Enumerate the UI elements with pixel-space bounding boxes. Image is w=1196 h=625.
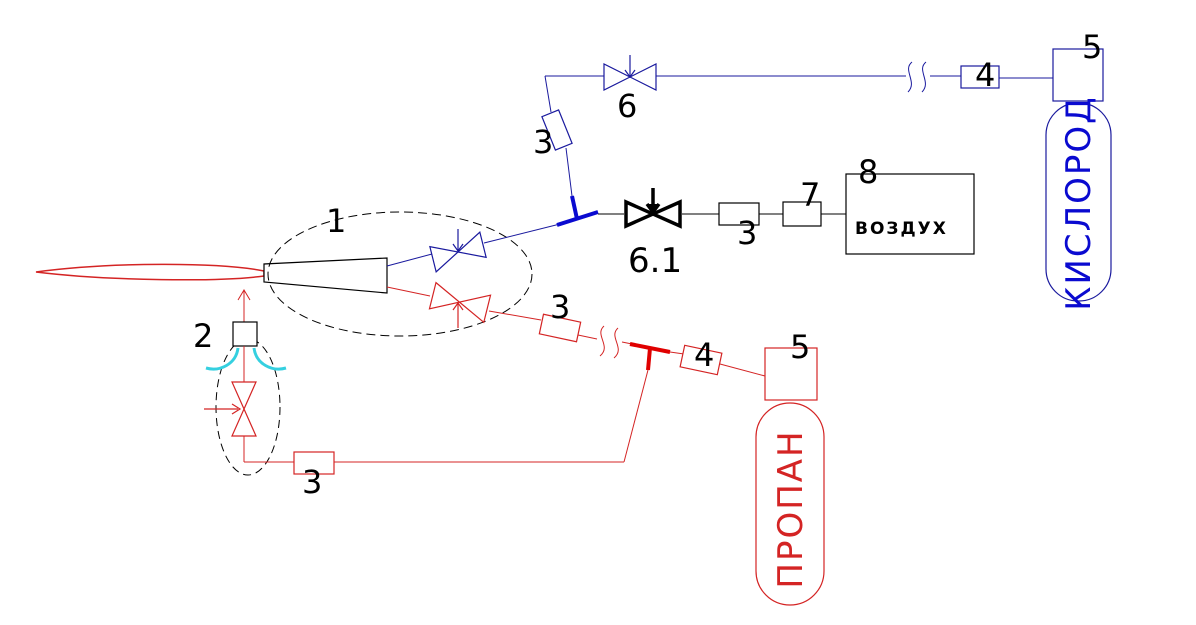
label-reducer-oxygen: 4: [975, 56, 995, 94]
compressor-label: ВОЗДУХ: [855, 219, 948, 239]
label-valve-air: 6.1: [628, 241, 682, 281]
oxygen-cylinder-head: [1052, 48, 1104, 102]
oxygen-cylinder-body: [1045, 102, 1112, 302]
red-tee-stem: [646, 347, 652, 371]
propane-line-tee-to-reducer: [669, 351, 685, 355]
propane-hose-3-lower: [293, 451, 335, 475]
pilot-valve: [204, 381, 257, 437]
propane-cylinder-head: [764, 347, 818, 401]
propane-line-to-hose: [488, 310, 542, 321]
blue-tee-stem: [570, 195, 579, 220]
label-hose-oxygen: 3: [533, 123, 553, 161]
oxygen-burner-valve: [429, 229, 487, 273]
air-valve-6-1: [624, 188, 682, 229]
propane-reducer-4: [679, 344, 723, 376]
propane-line-to-cylinder: [719, 363, 766, 377]
label-cylinder-propane: 5: [790, 328, 810, 366]
pilot-nozzle: [232, 321, 258, 347]
cyan-arcs: [205, 347, 287, 371]
label-filter-air: 7: [800, 176, 820, 214]
valve-group-dashed-ellipse: [215, 338, 281, 476]
oxygen-hose-3: [541, 109, 573, 151]
propane-line-break: [599, 325, 619, 359]
pilot-arrow: [237, 289, 251, 301]
label-cylinder-oxygen: 5: [1082, 28, 1102, 66]
oxygen-line-tee-up: [565, 147, 573, 197]
propane-hose-3-upper: [538, 313, 582, 343]
propane-line-burner: [386, 286, 431, 297]
label-hose-propane-upper: 3: [550, 288, 570, 326]
burner-group-dashed-ellipse: [267, 211, 533, 337]
propane-line-tee-down: [623, 369, 649, 463]
label-valve-oxygen: 6: [617, 87, 637, 125]
label-valve-group: 2: [193, 317, 213, 355]
oxygen-cylinder-label: КИСЛОРОД: [1059, 95, 1099, 310]
propane-cylinder-label: ПРОПАН: [771, 429, 811, 588]
label-hose-air: 3: [737, 214, 757, 252]
oxygen-line-break: [907, 61, 927, 93]
propane-line-hose-to-break: [577, 334, 598, 340]
propane-cylinder-body: [755, 402, 825, 606]
label-compressor: 8: [858, 153, 878, 191]
propane-burner-valve: [428, 281, 492, 328]
burner-nozzle: [263, 257, 388, 294]
oxygen-line-to-corner: [544, 75, 552, 113]
label-hose-propane-lower: 3: [302, 463, 322, 501]
label-burner: 1: [326, 202, 346, 240]
oxygen-reducer-4: [960, 65, 1000, 89]
oxygen-line-burner: [386, 253, 433, 267]
flame-shape: [35, 263, 265, 281]
oxygen-valve-6: [603, 55, 657, 91]
label-reducer-propane: 4: [694, 336, 714, 374]
compressor-8-box: [845, 173, 975, 255]
air-filter-7: [782, 201, 822, 227]
